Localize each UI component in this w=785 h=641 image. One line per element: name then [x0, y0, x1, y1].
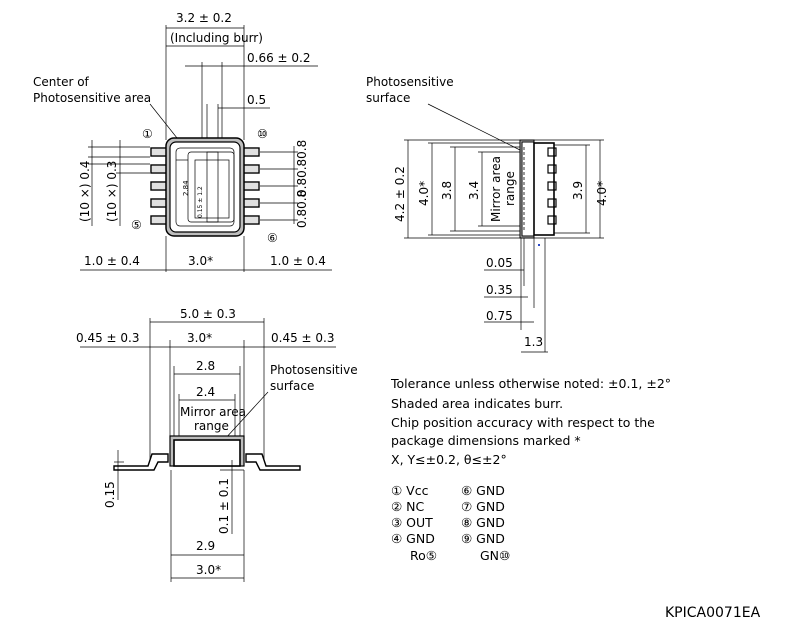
pitch-left-1: (10 ×) 0.4 [78, 161, 92, 222]
side-surface-label-1: Photosensitive [366, 75, 454, 89]
pin-left-5: Ro⑤ [410, 548, 437, 563]
pin-left-3: ③ OUT [391, 515, 433, 530]
front-view: 5.0 ± 0.3 0.45 ± 0.3 3.0* 0.45 ± 0.3 2.8… [76, 307, 358, 582]
front-w2: 2.8 [196, 359, 215, 373]
side-d1: 0.05 [486, 256, 513, 270]
side-mirror-1: Mirror area [489, 156, 503, 222]
top-view: 3.2 ± 0.2 (Including burr) 0.66 ± 0.2 0.… [33, 11, 332, 272]
pitch-left-2: (10 ×) 0.3 [105, 161, 119, 222]
burr-note-label: (Including burr) [170, 31, 263, 45]
pin5-marker: ⑤ [131, 218, 142, 232]
front-body [173, 439, 241, 467]
front-w-right: 0.45 ± 0.3 [271, 331, 335, 345]
pin-right-5: GN⑩ [480, 548, 510, 563]
front-w-mid: 3.0* [187, 331, 212, 345]
lead-dim-label: 0.5 [247, 93, 266, 107]
side-surface-label-2: surface [366, 91, 410, 105]
drawing-code: KPICA0071EA [665, 605, 761, 621]
pin-list: ① Vcc ② NC ③ OUT ④ GND Ro⑤ ⑥ GND ⑦ GND ⑧… [391, 483, 510, 563]
notes: Tolerance unless otherwise noted: ±0.1, … [390, 376, 671, 467]
front-h-left: 0.15 [103, 481, 117, 508]
pin-right-3: ⑧ GND [461, 515, 505, 530]
side-h4: 3.4 [467, 181, 481, 200]
side-view: Photosensitive surface 4.2 ± 0.2 4.0* 3.… [366, 75, 609, 353]
pitch-right-1: 0.80.80.8 [295, 140, 309, 197]
front-mirror-2: range [194, 419, 229, 433]
side-h3: 3.8 [440, 181, 454, 200]
center-label-line1: Center of [33, 75, 90, 89]
pin-right-1: ⑥ GND [461, 483, 505, 498]
note-line-3: Chip position accuracy with respect to t… [391, 415, 655, 430]
front-w1: 5.0 ± 0.3 [180, 307, 236, 321]
bottom-right-dim: 1.0 ± 0.4 [270, 254, 326, 268]
front-lead-right [245, 453, 301, 471]
front-surface-1: Photosensitive [270, 363, 358, 377]
pin6-marker: ⑥ [267, 231, 278, 245]
inner-dim-2: 0.15 ± 1.2 [197, 186, 204, 218]
note-line-1: Tolerance unless otherwise noted: ±0.1, … [390, 376, 671, 391]
pin10-marker: ⑩ [257, 127, 268, 141]
front-w3: 2.4 [196, 385, 215, 399]
side-h2: 4.0* [417, 181, 431, 206]
pin-right-4: ⑨ GND [461, 531, 505, 546]
width-dim-label: 3.2 ± 0.2 [176, 11, 232, 25]
front-w5: 3.0* [196, 563, 221, 577]
center-label-line2: Photosensitive area [33, 91, 151, 105]
side-mirror-2: range [503, 171, 517, 206]
front-lead-left [113, 453, 169, 471]
pin-left-4: ④ GND [391, 531, 435, 546]
bottom-mid-dim: 3.0* [188, 254, 213, 268]
side-d3: 0.75 [486, 309, 513, 323]
pin-left-1: ① Vcc [391, 483, 429, 498]
lead-width-label: 0.66 ± 0.2 [247, 51, 311, 65]
pin-left-2: ② NC [391, 499, 425, 514]
note-line-2: Shaded area indicates burr. [391, 396, 563, 411]
side-h6: 4.0* [595, 181, 609, 206]
front-surface-2: surface [270, 379, 314, 393]
pitch-right-2: 0.80.8 [295, 190, 309, 228]
front-w-left: 0.45 ± 0.3 [76, 331, 140, 345]
side-d2: 0.35 [486, 283, 513, 297]
inner-dim-1: 2.84 [182, 180, 190, 196]
front-w4: 2.9 [196, 539, 215, 553]
note-line-5: X, Y≤±0.2, θ≤±2° [391, 452, 507, 467]
note-line-4: package dimensions marked * [391, 433, 581, 448]
bottom-left-dim: 1.0 ± 0.4 [84, 254, 140, 268]
side-d4: 1.3 [524, 335, 543, 349]
front-mirror-1: Mirror area [180, 405, 246, 419]
pin-right-2: ⑦ GND [461, 499, 505, 514]
side-body [533, 142, 555, 236]
side-h5: 3.9 [571, 181, 585, 200]
side-h1: 4.2 ± 0.2 [393, 166, 407, 222]
pin1-marker: ① [142, 127, 153, 141]
front-h-mid: 0.1 ± 0.1 [217, 478, 231, 534]
